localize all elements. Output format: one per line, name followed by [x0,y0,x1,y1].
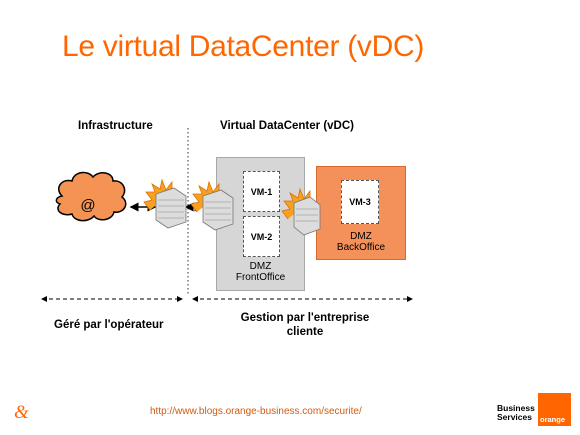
orange-logo: orange [538,393,571,426]
brand-text: Business Services [497,404,535,422]
slide-title: Le virtual DataCenter (vDC) [62,30,425,63]
client-label-line2: cliente [286,326,324,338]
backoffice-label-line2: BackOffice [336,242,386,253]
dmz-backoffice-zone: VM-3 DMZ BackOffice [316,166,406,260]
client-label-line1: Gestion par l'entreprise [240,312,370,324]
backoffice-label: DMZ BackOffice [317,231,405,253]
vm-1-label: VM-1 [250,186,273,197]
frontoffice-label-line1: DMZ [249,261,272,272]
client-label: Gestion par l'entreprise cliente [225,311,385,339]
orange-logo-word: orange [540,415,566,424]
operator-label: Géré par l'opérateur [54,319,164,331]
vdc-heading: Virtual DataCenter (vDC) [220,120,354,132]
vm-3-box: VM-3 [341,180,379,224]
dmz-frontoffice-zone: VM-1 VM-2 DMZ FrontOffice [216,157,305,291]
internet-symbol: @ [80,197,96,214]
ampersand-logo: & [14,402,29,423]
firewall-icon [281,187,321,236]
firewall-icon [143,178,187,229]
frontoffice-label-line2: FrontOffice [235,272,286,283]
backoffice-label-line1: DMZ [350,231,372,242]
brand-line2: Services [497,412,532,422]
vm-2-box: VM-2 [243,216,280,257]
footer-url-link[interactable]: http://www.blogs.orange-business.com/sec… [150,406,362,417]
brand-line1: Business [497,403,535,413]
firewall-icon [190,180,234,231]
vm-2-label: VM-2 [250,231,273,242]
frontoffice-label: DMZ FrontOffice [217,261,304,283]
cloud-icon [55,171,127,222]
vm-1-box: VM-1 [243,171,280,212]
vm-3-label: VM-3 [349,197,371,207]
infrastructure-heading: Infrastructure [78,120,153,132]
